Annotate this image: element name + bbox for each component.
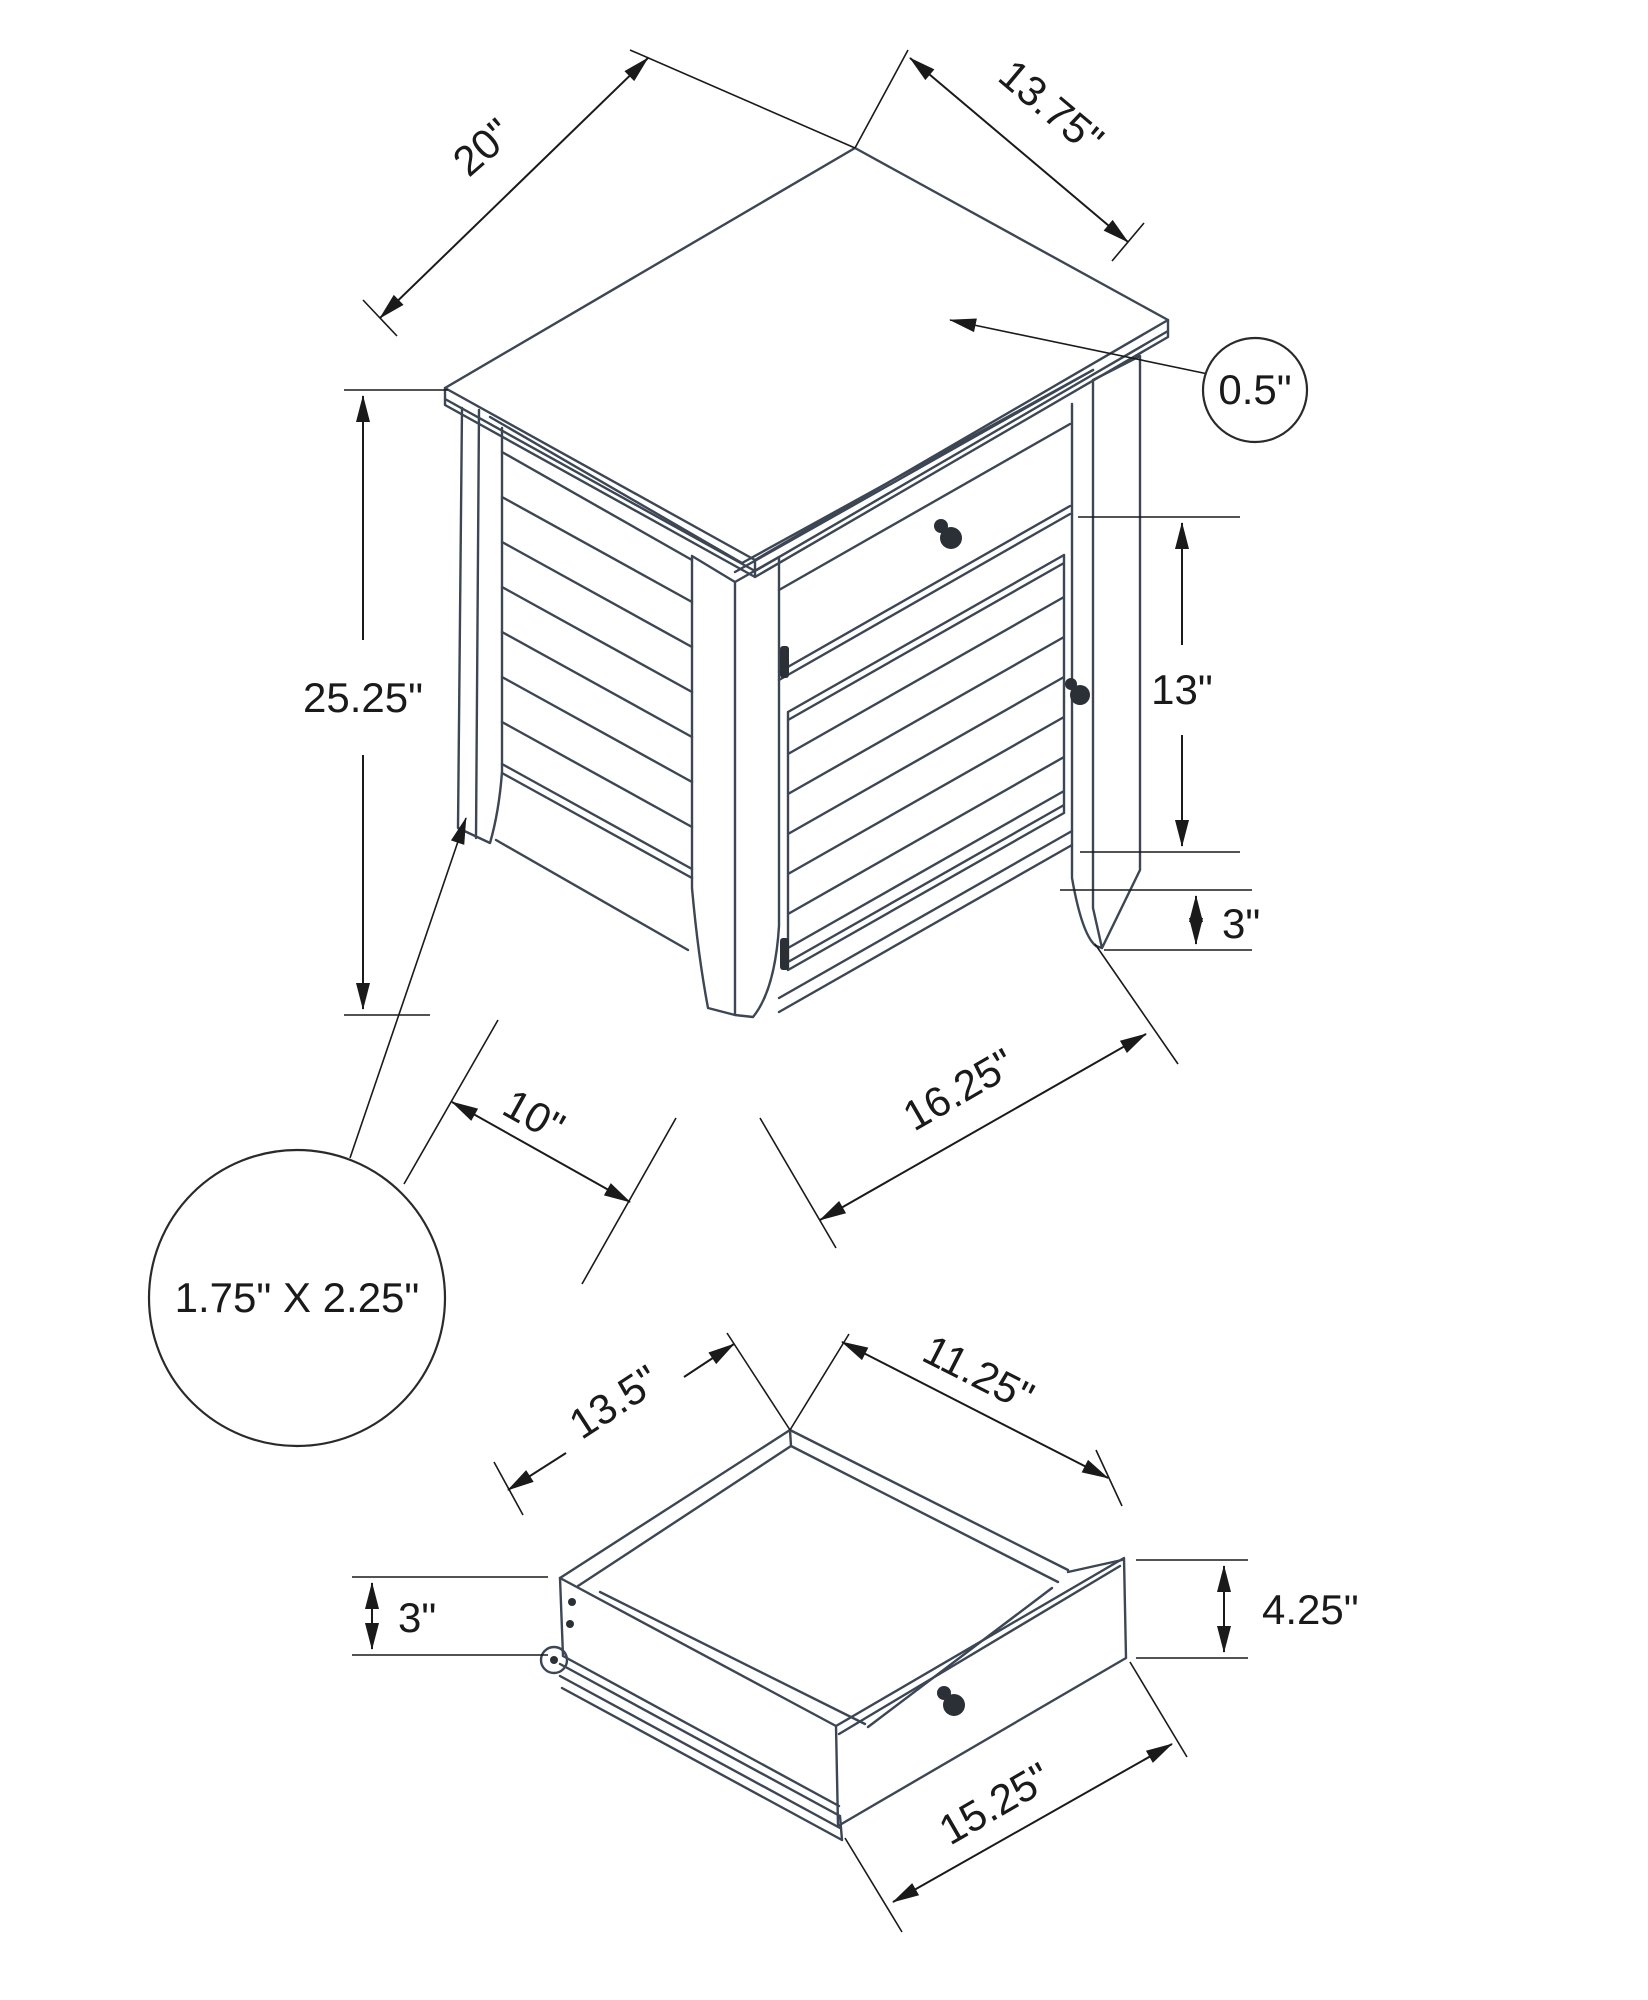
callout-top-thickness: 0.5" <box>949 318 1309 444</box>
dim-line-left <box>507 1452 567 1491</box>
drawer-box-sides <box>558 1576 1054 1808</box>
door-knob-icon <box>1065 678 1090 705</box>
door-hinge-bottom-icon <box>780 938 789 970</box>
front-right-leg <box>1070 354 1142 950</box>
dim-line <box>819 1033 1147 1221</box>
drawer-front-knob-icon <box>937 1686 965 1716</box>
ext-lines <box>759 943 1179 1249</box>
dim-label-door-height: 13" <box>1151 666 1213 713</box>
callout-leg-cross-section: 1.75" X 2.25" <box>147 817 467 1448</box>
front-face-lines <box>733 368 1095 1014</box>
dim-label-leg-height: 3" <box>1222 900 1260 947</box>
dim-label-top-width: 13.75" <box>990 50 1112 163</box>
door-hinge-top-icon <box>780 646 789 678</box>
dim-line <box>379 57 649 319</box>
dim-label-drawer-front-height: 4.25" <box>1262 1586 1359 1633</box>
drawer-drawing <box>539 1428 1128 1842</box>
dim-front-width-16-25: 16.25" <box>759 943 1179 1249</box>
dim-drawer-inner-width-11-25: 11.25" <box>789 1326 1123 1507</box>
drawer-knob-icon <box>934 519 962 549</box>
dim-top-width-13-75: 13.75" <box>854 49 1145 262</box>
dim-door-height-13: 13" <box>1078 516 1240 853</box>
dim-label-side-spacing: 10" <box>496 1080 573 1151</box>
dim-label-drawer-back-height: 3" <box>398 1594 436 1641</box>
dim-label-drawer-depth: 13.5" <box>561 1356 668 1448</box>
leader-line <box>949 318 1209 375</box>
ext-lines <box>844 1661 1188 1933</box>
nightstand-drawing <box>443 146 1170 1019</box>
dim-line <box>909 57 1129 243</box>
left-back-leg <box>456 406 504 845</box>
dim-label-front-width: 16.25" <box>895 1039 1022 1140</box>
dim-label-drawer-front-width: 15.25" <box>931 1753 1058 1854</box>
louvered-door <box>786 553 1066 972</box>
front-left-leg <box>690 554 781 1019</box>
leader-line <box>349 817 467 1159</box>
dim-drawer-back-height-3: 3" <box>352 1576 548 1656</box>
dim-line-right <box>683 1343 735 1378</box>
ext-lines <box>344 389 448 1016</box>
dim-line <box>451 1101 631 1203</box>
dim-line <box>892 1743 1173 1903</box>
body-top-frame-line <box>488 368 1095 565</box>
dim-label-drawer-inner-width: 11.25" <box>916 1326 1042 1421</box>
ext-lines <box>1078 516 1240 853</box>
ext-lines <box>352 1576 548 1656</box>
dim-drawer-front-height-4-25: 4.25" <box>1136 1559 1359 1659</box>
dim-label-overall-height: 25.25" <box>303 674 423 721</box>
ext-lines <box>1060 889 1252 951</box>
dim-drawer-front-width-15-25: 15.25" <box>844 1661 1188 1933</box>
screw-dot-icon <box>566 1620 574 1628</box>
rail-roller-hub-icon <box>550 1656 558 1664</box>
dim-label-leg-cross-section: 1.75" X 2.25" <box>175 1274 420 1321</box>
callout-circle <box>147 1148 447 1448</box>
ext-lines <box>1136 1559 1248 1659</box>
dim-leg-height-3: 3" <box>1060 889 1260 951</box>
dim-drawer-depth-13-5: 13.5" <box>493 1332 791 1516</box>
dim-overall-height-25-25: 25.25" <box>303 389 448 1016</box>
dim-label-top-thickness: 0.5" <box>1218 366 1291 413</box>
tabletop-top-surface <box>443 146 1170 562</box>
dim-side-leg-spacing-10: 10" <box>403 1019 677 1285</box>
drawer-slide-rail <box>558 1662 844 1842</box>
dim-label-top-depth: 20" <box>444 109 521 185</box>
screw-dot-icon <box>568 1598 576 1606</box>
drawer-front-panel <box>834 1556 1128 1828</box>
callout-circle <box>1201 336 1309 444</box>
rail-roller-wheel-icon <box>539 1645 569 1675</box>
dim-line <box>841 1341 1109 1479</box>
drawer-rim-edges <box>558 1428 1124 1588</box>
left-louver-panel <box>494 450 694 952</box>
